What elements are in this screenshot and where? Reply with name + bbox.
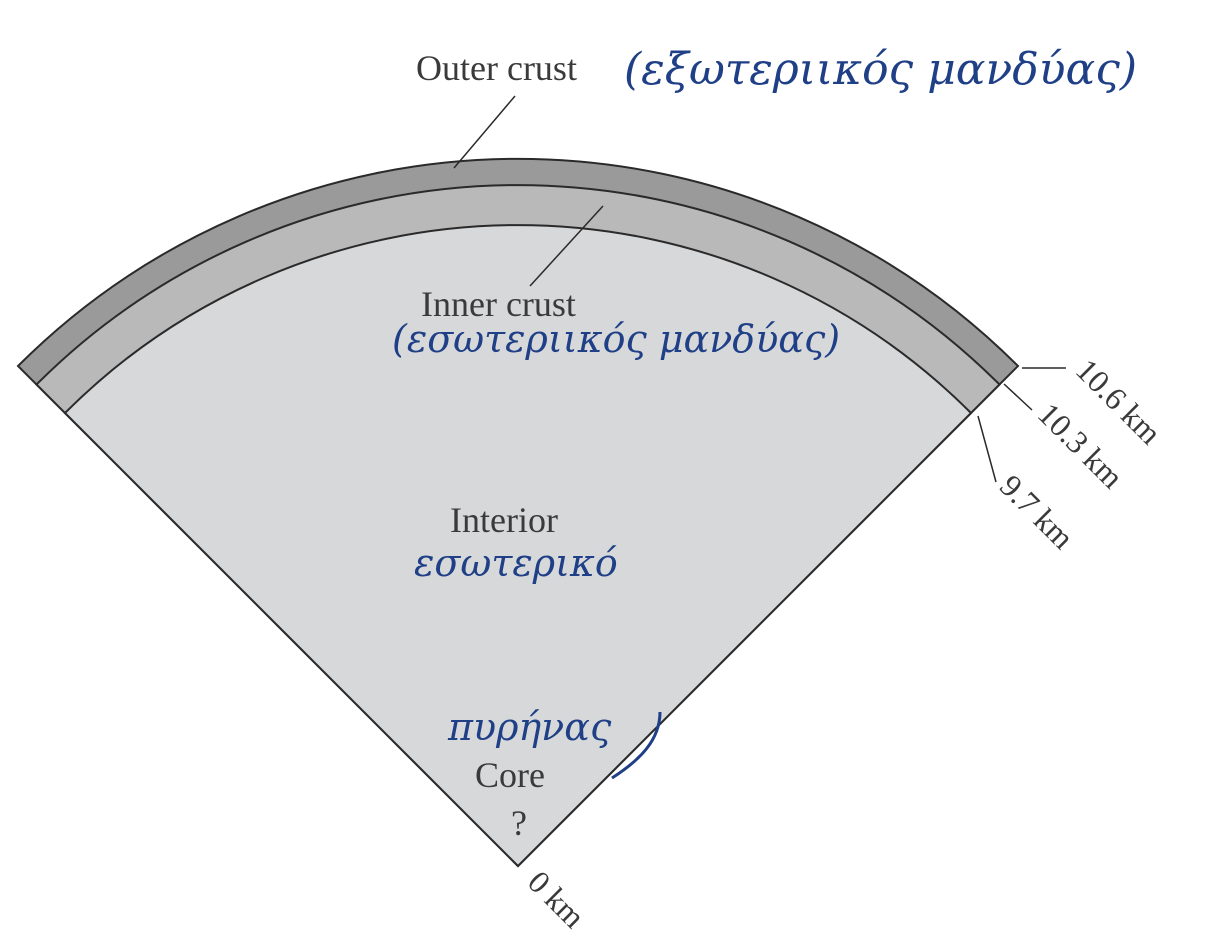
radius-label-9-7: 9.7 km [993,467,1081,555]
core-unknown-mark: ? [511,803,527,843]
core-label: Core [475,755,545,795]
radius-leader-10-3 [1003,383,1033,411]
inner-crust-label: Inner crust [421,284,576,324]
inner-crust-leader [529,205,604,287]
interior-annotation: εσωτερικό [414,541,618,585]
interior-label: Interior [450,500,558,540]
core-annotation: πυρήνας [447,705,612,749]
radius-leader-9-7 [977,415,997,483]
outer-crust-label: Outer crust [416,48,577,88]
radius-label-0: 0 km [521,863,592,934]
outer-crust-leader [453,95,516,169]
inner-crust-annotation: (εσωτεριικός μανδύας) [392,317,840,361]
core-annotation-stroke [611,711,662,780]
outer-crust-annotation: (εξωτεριικός μανδύας) [624,44,1137,95]
interior-layer [63,224,973,868]
